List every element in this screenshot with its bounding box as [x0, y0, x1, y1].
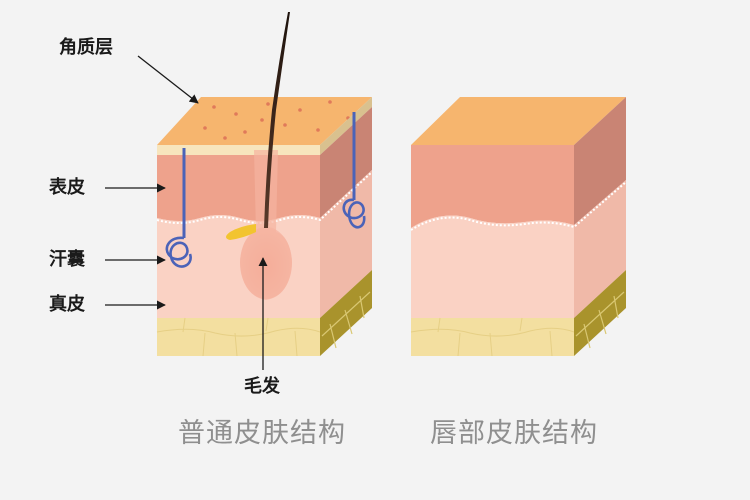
caption-normal-skin: 普通皮肤结构: [178, 418, 346, 449]
hair-shaft: [264, 12, 290, 228]
dermal-boundary: [156, 171, 373, 224]
fat-cells-front: [156, 317, 321, 357]
normal-skin-block: [156, 12, 373, 357]
corneum-front-band: [157, 145, 320, 155]
sebaceous-gland: [226, 224, 256, 240]
sweat-gland-coil-left: [165, 236, 192, 268]
lip-fat-cells-front: [410, 317, 575, 357]
caption-lip-skin: 唇部皮肤结构: [430, 418, 598, 449]
lip-dermis-front: [411, 215, 574, 318]
lip-skin-block: [410, 97, 627, 357]
label-dermis: 真皮: [49, 294, 85, 315]
arrow-stratum-corneum: [137, 55, 199, 104]
epidermis-front: [157, 155, 320, 221]
fat-cells-right: [321, 291, 371, 349]
label-sweat-gland: 汗囊: [49, 249, 85, 270]
corneum-right-band: [320, 97, 372, 155]
lip-fat-cells-right: [575, 291, 625, 349]
label-arrows: [105, 55, 268, 370]
corneum-dots: [203, 100, 350, 140]
label-stratum-corneum: 角质层: [59, 37, 113, 58]
lip-top-face: [411, 97, 626, 145]
label-hair: 毛发: [244, 376, 280, 397]
epidermis-right: [320, 107, 372, 218]
lip-epidermis-front: [411, 145, 574, 228]
label-epidermis: 表皮: [49, 177, 85, 198]
lip-dermal-boundary: [410, 181, 627, 231]
corneum-top-face: [157, 97, 372, 145]
sweat-gland-coil-right: [342, 198, 366, 229]
dermis-right: [320, 170, 372, 318]
lip-epidermis-right: [574, 97, 626, 225]
lip-fat-front: [411, 318, 574, 356]
